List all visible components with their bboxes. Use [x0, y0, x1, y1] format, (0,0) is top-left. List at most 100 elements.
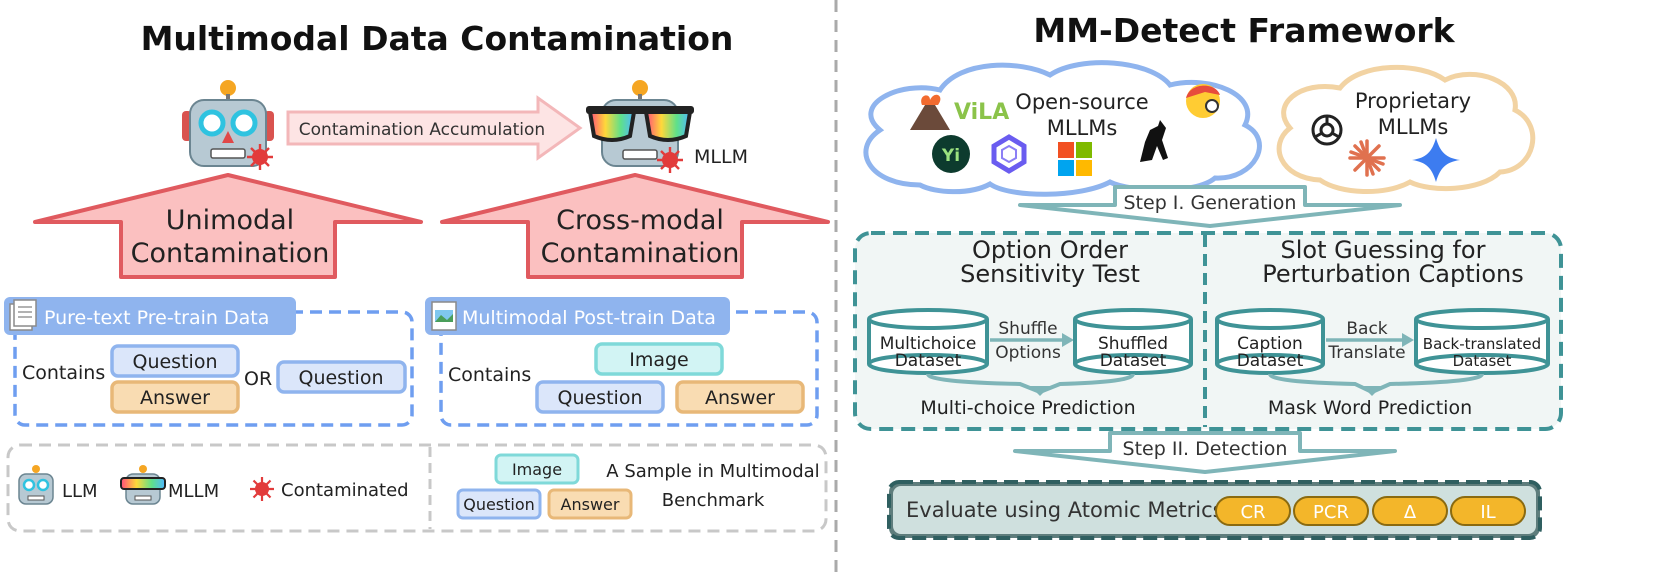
back-translate-label-2: Translate — [1327, 343, 1405, 363]
step2-label: Step II. Detection — [1123, 438, 1288, 460]
multimodal-image: Image — [629, 349, 689, 371]
multimodal-header: Multimodal Post-train Data — [462, 307, 716, 329]
open-source-label-1: Open-source — [1015, 90, 1148, 114]
right-title: MM-Detect Framework — [1033, 11, 1455, 50]
back-translate-arrow — [1326, 333, 1414, 347]
multimodal-data-box: Multimodal Post-train Data Contains Imag… — [425, 297, 819, 427]
legend-llm-icon — [18, 465, 54, 505]
metric-delta-label: Δ — [1404, 502, 1417, 523]
mllm-label: MLLM — [694, 146, 748, 168]
unimodal-label-1: Unimodal — [166, 205, 294, 236]
legend-question: Question — [463, 495, 535, 514]
slot-guessing-title-2: Perturbation Captions — [1262, 260, 1523, 288]
evaluate-bar: Evaluate using Atomic Metrics CR PCR Δ I… — [887, 480, 1542, 540]
llama-logo-icon — [1140, 120, 1168, 162]
back-translate-label-1: Back — [1346, 319, 1387, 339]
pure-text-answer: Answer — [140, 387, 210, 409]
mllm-robot-icon — [586, 80, 694, 173]
caption-dataset-label-1: Caption — [1237, 334, 1303, 354]
document-icon — [9, 299, 37, 331]
merge-arrow — [926, 372, 1135, 395]
pure-text-header: Pure-text Pre-train Data — [44, 307, 269, 329]
multimodal-answer: Answer — [705, 387, 775, 409]
caption-dataset-label-2: Dataset — [1237, 351, 1304, 371]
slot-guessing-title-1: Slot Guessing for — [1281, 236, 1486, 264]
multi-choice-prediction: Multi-choice Prediction — [920, 397, 1135, 419]
metric-pcr: PCR — [1293, 496, 1369, 526]
crossmodal-label-1: Cross-modal — [556, 205, 724, 236]
left-title: Multimodal Data Contamination — [141, 19, 734, 58]
legend-sample-line1: A Sample in Multimodal — [606, 461, 819, 482]
shuffle-label-2: Options — [995, 343, 1061, 363]
legend-sample-line2: Benchmark — [662, 490, 765, 511]
slot-guessing-method: Slot Guessing for Perturbation Captions … — [1215, 236, 1550, 419]
pure-text-question: Question — [133, 351, 218, 373]
accumulation-label: Contamination Accumulation — [299, 120, 545, 140]
legend-image: Image — [512, 460, 562, 479]
step1-arrow: Step I. Generation — [1018, 185, 1402, 228]
open-source-label-2: MLLMs — [1047, 116, 1118, 140]
image-document-icon — [431, 301, 457, 331]
emoji-logo-icon — [1186, 84, 1220, 118]
evaluate-label: Evaluate using Atomic Metrics — [906, 498, 1224, 522]
qwen-logo-icon — [991, 134, 1027, 174]
multimodal-question: Question — [558, 387, 643, 409]
metric-il-label: IL — [1480, 502, 1495, 523]
legend-llm: LLM — [62, 481, 98, 502]
multichoice-dataset-label-1: Multichoice — [880, 334, 977, 354]
contaminated-virus-icon — [247, 144, 273, 170]
shuffled-dataset-icon — [1073, 308, 1193, 375]
proprietary-cloud: Proprietary MLLMs — [1276, 64, 1536, 194]
legend-contaminated: Contaminated — [281, 480, 409, 501]
volcano-logo-icon — [910, 94, 950, 130]
crossmodal-label-2: Contamination — [541, 238, 740, 269]
multimodal-contains: Contains — [448, 364, 531, 386]
openai-logo-icon — [1311, 114, 1343, 146]
option-order-title-2: Sensitivity Test — [960, 260, 1140, 288]
contaminated-virus-icon — [657, 147, 683, 173]
yi-logo-icon: Yi — [932, 135, 970, 173]
pure-text-contains: Contains — [22, 362, 105, 384]
multichoice-dataset-label-2: Dataset — [895, 351, 962, 371]
gemini-logo-icon — [1412, 138, 1460, 182]
llm-robot-icon — [182, 80, 274, 170]
option-order-method: Option Order Sensitivity Test Multichoic… — [867, 236, 1193, 419]
legend-answer: Answer — [561, 495, 620, 514]
multichoice-dataset-icon — [867, 308, 989, 375]
legend-mllm-icon — [120, 465, 166, 505]
shuffle-arrow — [990, 333, 1074, 347]
legend-contaminated-icon — [250, 477, 274, 501]
metric-delta: Δ — [1372, 496, 1448, 526]
step1-label: Step I. Generation — [1124, 192, 1297, 214]
legend-mllm: MLLM — [168, 481, 219, 502]
back-translated-dataset-label-1: Back-translated — [1423, 335, 1541, 353]
mask-word-prediction: Mask Word Prediction — [1268, 397, 1472, 419]
shuffled-dataset-label-1: Shuffled — [1098, 334, 1168, 354]
unimodal-label-2: Contamination — [131, 238, 330, 269]
shuffle-label-1: Shuffle — [998, 319, 1057, 339]
microsoft-logo-icon — [1058, 142, 1092, 176]
detection-methods-box — [853, 231, 1563, 431]
legend-box: LLM MLLM Contaminated Image Question Ans… — [6, 443, 828, 533]
shuffled-dataset-label-2: Dataset — [1100, 351, 1167, 371]
back-translated-dataset-icon — [1414, 308, 1550, 375]
crossmodal-contamination-arrow: Cross-modal Contamination — [440, 173, 830, 279]
pure-text-or: OR — [244, 368, 272, 390]
metric-il: IL — [1450, 496, 1526, 526]
metric-pcr-label: PCR — [1313, 502, 1349, 523]
unimodal-contamination-arrow: Unimodal Contamination — [33, 173, 423, 279]
svg-text:Yi: Yi — [941, 146, 960, 166]
metric-cr-label: CR — [1240, 502, 1265, 523]
proprietary-label-2: MLLMs — [1378, 115, 1449, 139]
vila-logo-icon: ViLA — [954, 100, 1009, 125]
metric-cr: CR — [1215, 496, 1291, 526]
pure-text-data-box: Pure-text Pre-train Data Contains Questi… — [4, 297, 414, 427]
pure-text-question-alt: Question — [299, 367, 384, 389]
open-source-cloud: Open-source MLLMs ViLA Yi — [863, 60, 1262, 197]
caption-dataset-icon — [1215, 308, 1325, 375]
claude-logo-icon — [1348, 139, 1386, 177]
back-translated-dataset-label-2: Dataset — [1453, 352, 1512, 370]
contamination-accumulation-arrow: Contamination Accumulation — [286, 95, 583, 161]
